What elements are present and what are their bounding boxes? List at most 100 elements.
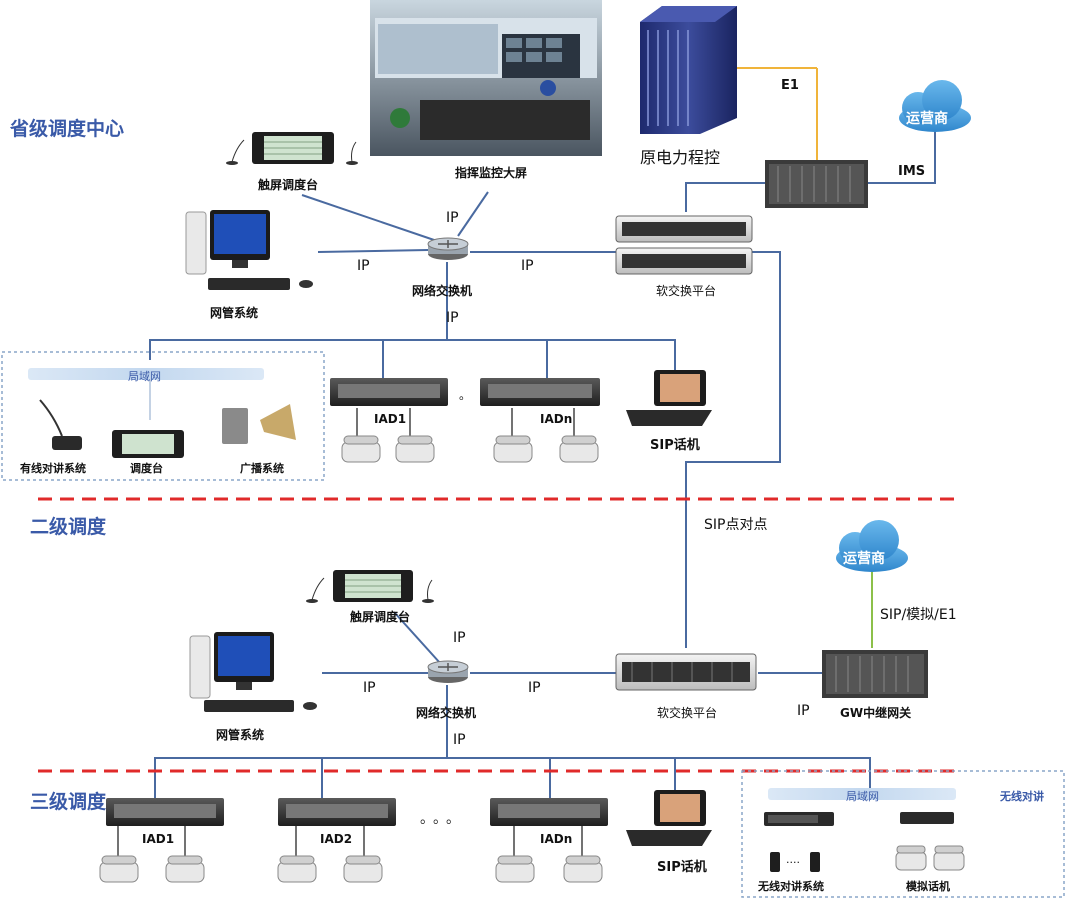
mid-ip-nms: IP (363, 680, 376, 696)
line-top-bus (149, 339, 676, 370)
wireless-system-label: 无线对讲系统 (758, 880, 824, 893)
iadn-top-device (480, 378, 600, 406)
tier-third: 三级调度 (30, 791, 107, 813)
analog-phones (99, 435, 965, 883)
phone-icon (495, 855, 535, 883)
big-screen-photo (370, 0, 602, 156)
switch-top-label: 网络交换机 (412, 284, 473, 298)
radios (770, 852, 820, 872)
wireless-base-station (764, 812, 834, 826)
line-bottom-bus (154, 757, 871, 800)
ip-label-softswitch: IP (521, 258, 534, 274)
broadcast-speaker (222, 404, 296, 444)
softswitch-server-top (615, 215, 753, 275)
phone-icon (165, 855, 205, 883)
sip-phone-bottom-label: SIP话机 (657, 860, 707, 875)
phone-icon (563, 855, 603, 883)
carrier-cloud-mid (836, 520, 908, 572)
carrier-mid-label: 运营商 (843, 551, 885, 567)
sip-analog-e1-label: SIP/模拟/E1 (880, 607, 957, 623)
gw-gateway (822, 650, 928, 698)
phone-icon (395, 435, 435, 463)
iad1-top-device (330, 378, 448, 406)
nms-pc-mid (189, 632, 317, 712)
mid-ip-gw: IP (797, 703, 810, 719)
e1-label: E1 (781, 78, 799, 93)
softswitch-server-mid (615, 653, 757, 691)
line-screen-switch (457, 191, 489, 237)
sip-phone-top-label: SIP话机 (650, 438, 700, 453)
phone-icon (341, 435, 381, 463)
iad1-bottom-device (106, 798, 224, 826)
line-mid-console-switch (393, 611, 441, 664)
iadn-bottom-device (490, 798, 608, 826)
phone-icon (277, 855, 317, 883)
carrier-cloud-top (899, 80, 971, 132)
iadn-top-label: IADn (540, 412, 573, 426)
iadn-bottom-label: IADn (540, 832, 573, 846)
iad-dots: 。。。 (420, 811, 466, 827)
sip-phone-bottom (626, 790, 712, 846)
iad1-bottom-label: IAD1 (142, 832, 175, 846)
sip-p2p-label: SIP点对点 (704, 517, 768, 533)
lan-top-label: 局域网 (128, 370, 161, 383)
intercom-mic (39, 399, 82, 450)
ip-label-nms: IP (357, 258, 370, 274)
ip-label-down: IP (446, 310, 459, 326)
wireless-intercom-label: 无线对讲 (1000, 790, 1044, 803)
line-softswitch-pbx (685, 182, 765, 212)
pbx-label: 原电力程控 (640, 148, 721, 167)
iad2-bottom-device (278, 798, 396, 826)
analog-gateway (900, 812, 954, 824)
iad2-bottom-label: IAD2 (320, 832, 353, 846)
phone-icon (343, 855, 383, 883)
console-label: 调度台 (130, 462, 163, 475)
phone-icon (933, 845, 965, 871)
line-softswitch-right (685, 251, 781, 648)
phone-icon (559, 435, 599, 463)
lan-bottom-label: 局域网 (846, 790, 879, 803)
line-ims (868, 132, 936, 184)
touch-console-mid (306, 570, 434, 603)
phone-icon (493, 435, 533, 463)
dot-top: 。 (459, 388, 472, 402)
switch-mid (427, 660, 469, 683)
mid-ip-down: IP (453, 732, 466, 748)
phone-icon (895, 845, 927, 871)
iad-devices (106, 378, 608, 826)
analog-phone-label: 模拟话机 (906, 880, 950, 893)
mid-ip-console: IP (453, 630, 466, 646)
big-screen-label: 指挥监控大屏 (455, 166, 528, 180)
lan-bar-bottom (768, 788, 956, 800)
broadcast-label: 广播系统 (240, 462, 284, 475)
line-nms-switch (317, 249, 429, 253)
nms-top-label: 网管系统 (210, 306, 259, 320)
lan-group-top (1, 351, 325, 481)
iad1-top-label: IAD1 (374, 412, 407, 426)
wireless-group (741, 770, 1065, 898)
touch-console-top (226, 132, 358, 165)
touch-console-label: 触屏调度台 (258, 178, 319, 192)
tier-provincial: 省级调度中心 (10, 118, 125, 140)
sip-phone-top (626, 370, 712, 426)
line-console-switch (301, 194, 441, 243)
gw-label: GW中继网关 (840, 706, 912, 720)
pbx-rack (640, 6, 737, 134)
mid-softswitch-label: 软交换平台 (657, 706, 718, 720)
mid-ip-softswitch: IP (528, 680, 541, 696)
phone-icon (99, 855, 139, 883)
ip-label-screen: IP (446, 210, 459, 226)
connection-lines (117, 132, 936, 858)
mid-nms-label: 网管系统 (216, 728, 265, 742)
intercom-label: 有线对讲系统 (20, 462, 86, 475)
softswitch-top-label: 软交换平台 (656, 284, 717, 298)
radio-dots: ···· (786, 856, 800, 869)
nms-pc-top (185, 210, 313, 290)
mid-touch-console-label: 触屏调度台 (350, 610, 411, 624)
ims-label: IMS (898, 164, 926, 179)
gateway-top (765, 160, 868, 208)
lan-bar-top (28, 368, 264, 380)
dispatch-console (112, 430, 184, 458)
carrier-top-label: 运营商 (906, 111, 948, 127)
